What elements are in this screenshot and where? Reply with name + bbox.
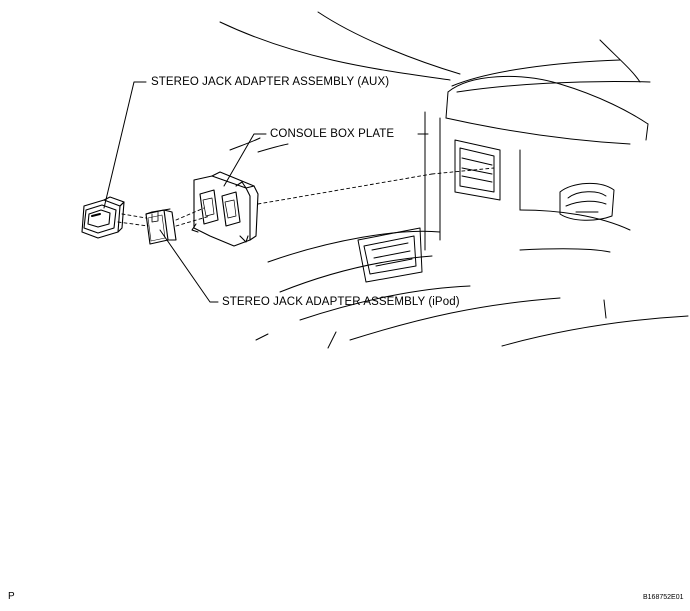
center-console-outline	[255, 111, 689, 349]
console-opening	[454, 139, 501, 201]
label-console-box-plate: CONSOLE BOX PLATE	[270, 128, 395, 140]
armrest-outline	[445, 76, 649, 145]
front-bin	[357, 227, 423, 283]
rear-vent	[559, 183, 615, 221]
dashboard-outline	[219, 11, 651, 153]
alignment-lines	[117, 167, 495, 227]
aux-jack-adapter	[81, 196, 125, 239]
ipod-jack-adapter	[145, 208, 177, 245]
label-aux-adapter: STEREO JACK ADAPTER ASSEMBLY (AUX)	[151, 76, 390, 88]
footer-left-mark: P	[8, 591, 15, 602]
label-ipod-adapter: STEREO JACK ADAPTER ASSEMBLY (iPod)	[222, 296, 460, 308]
console-box-plate	[191, 171, 259, 247]
figure-code: B168752E01	[643, 594, 684, 601]
leader-lines	[103, 81, 429, 303]
